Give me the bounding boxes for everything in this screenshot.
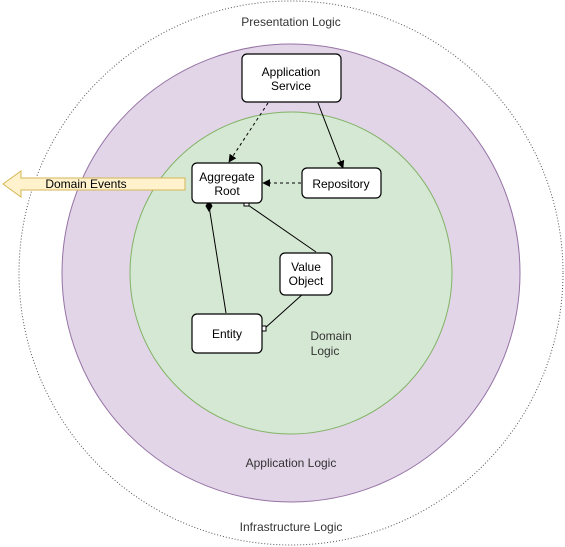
application-service-label-line2: Service [271,79,311,93]
entity-to-aggregate-edge [208,205,227,314]
aggregate-root-label-line2: Root [214,184,240,198]
domain-events-arrow: Domain Events [2,170,186,198]
domain-logic-label-line1: Domain [310,329,351,343]
value-object-label-line1: Value [291,260,321,274]
aggregate-root-node[interactable]: Aggregate Root [191,162,263,204]
entity-label: Entity [212,327,242,341]
entity-node[interactable]: Entity [191,313,263,354]
repository-label: Repository [312,177,369,191]
value-object-node[interactable]: Value Object [279,252,333,296]
domain-events-label: Domain Events [45,177,126,191]
application-logic-label: Application Logic [246,456,337,470]
application-service-node[interactable]: Application Service [241,53,342,103]
repository-node[interactable]: Repository [301,167,382,199]
value-object-to-aggregate-edge [247,204,317,253]
domain-logic-label-line2: Logic [311,344,340,358]
value-object-label-line2: Object [289,274,324,288]
presentation-logic-label: Presentation Logic [241,15,340,29]
value-object-to-entity-edge [263,292,305,330]
aggregate-root-label-line1: Aggregate [199,170,255,184]
application-service-label-line1: Application [262,65,321,79]
infrastructure-logic-label: Infrastructure Logic [240,520,343,534]
outer-ring [18,0,564,546]
service-to-repository-edge [317,102,345,169]
